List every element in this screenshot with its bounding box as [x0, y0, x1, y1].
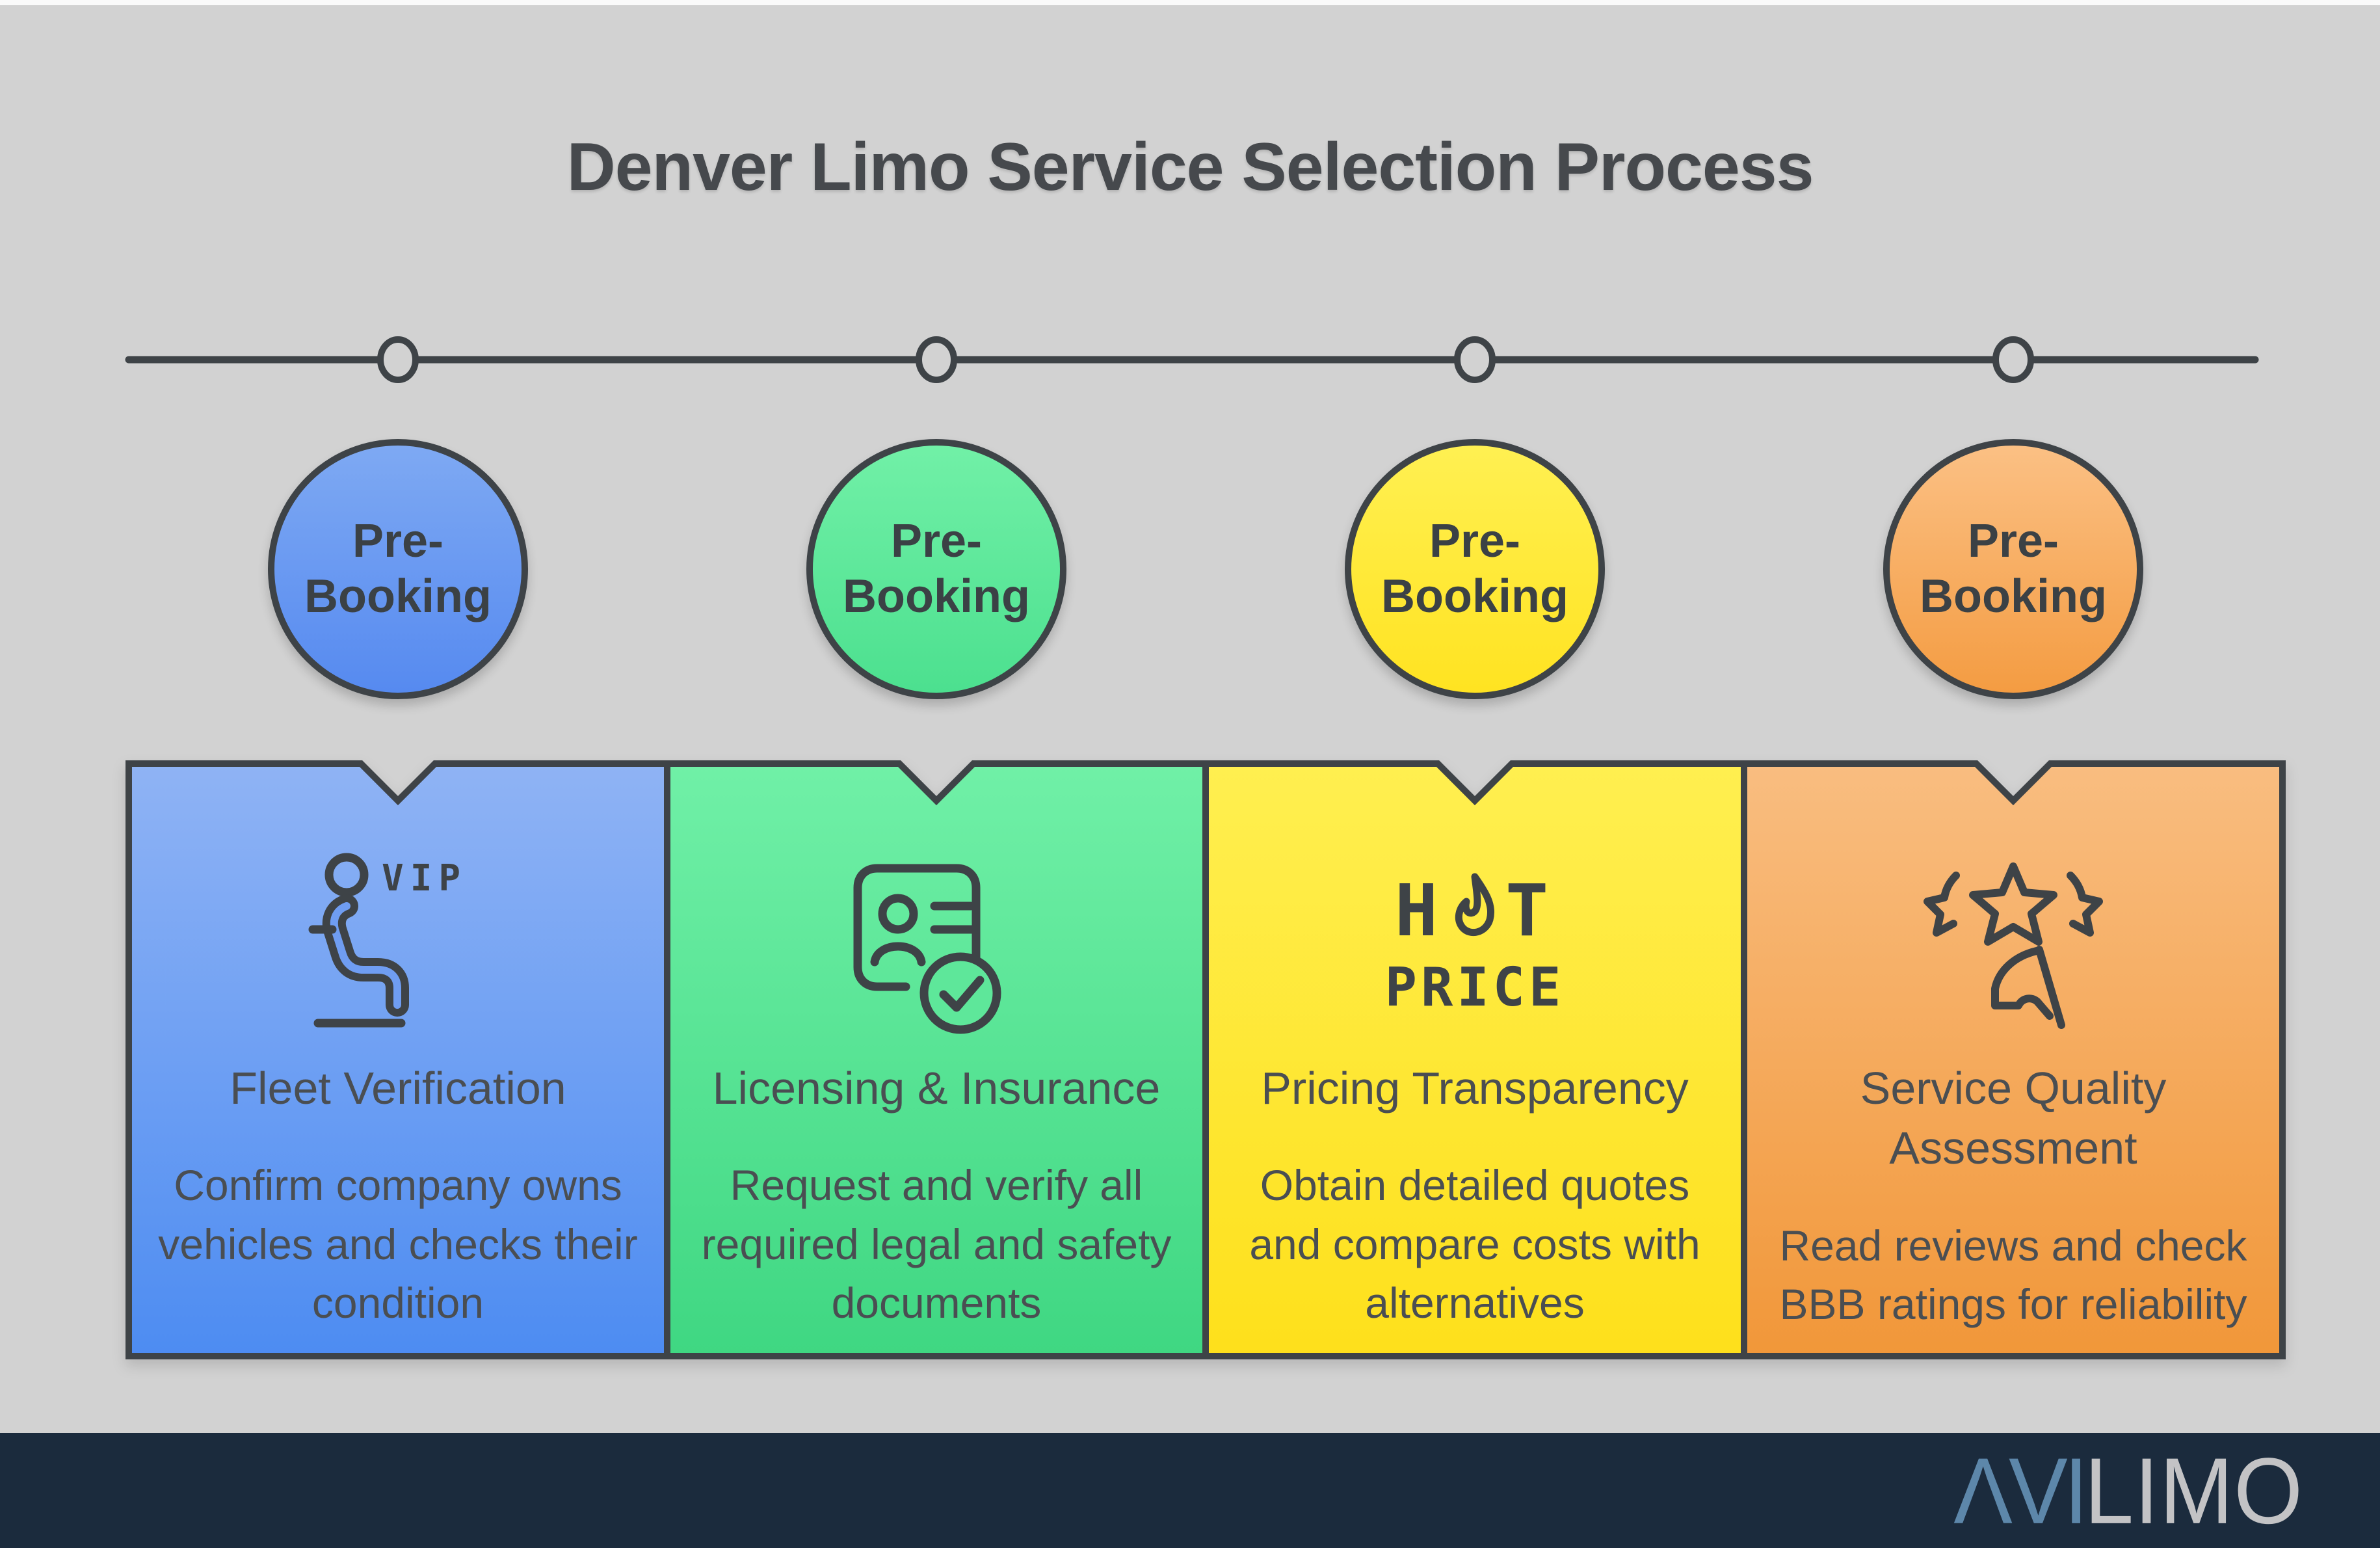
step-circle-4: Pre-Booking [1883, 439, 2143, 699]
rating-stars-flag-icon [1924, 862, 2103, 1029]
hot-price-letter-h: H [1395, 872, 1438, 952]
hot-price-icon: H T PRICE [1385, 872, 1565, 1019]
card-description: Obtain detailed quotes and compare costs… [1249, 1161, 1700, 1328]
brand-logo: ΛVILIMO [1953, 1437, 2303, 1544]
step-badge: Pre-Booking [304, 515, 492, 622]
timeline-node-3 [1454, 336, 1496, 383]
step-circle-3: Pre-Booking [1345, 439, 1605, 699]
step-badge: Pre-Booking [1920, 515, 2107, 622]
hot-price-letter-t: T [1505, 872, 1548, 952]
step-card-shape-1 [126, 760, 670, 1359]
card-description: Confirm company owns vehicles and checks… [158, 1161, 638, 1328]
hot-price-word: PRICE [1385, 957, 1565, 1019]
vip-icon-label: VIP [382, 857, 467, 900]
timeline-node-2 [916, 336, 957, 383]
brand-logo-limo: LIMO [2084, 1437, 2303, 1543]
step-card-shape-4 [1741, 760, 2286, 1359]
step-card-shape-3 [1202, 760, 1747, 1359]
step-card-4: Service Quality Assessment Read reviews … [1757, 764, 2269, 1356]
step-card-1: VIP Fleet Verification Confirm company o… [142, 764, 654, 1356]
footer-bar: ΛVILIMO [0, 1433, 2380, 1548]
brand-logo-avi: ΛVI [1953, 1437, 2088, 1543]
step-card-3: H T PRICE Pricing Transparency Obtain de… [1219, 764, 1731, 1356]
timeline-node-4 [1992, 336, 2034, 383]
card-title: Fleet Verification [230, 1063, 566, 1114]
page-title: Denver Limo Service Selection Process [566, 129, 1814, 205]
step-badge: Pre-Booking [843, 515, 1030, 622]
page-top-border [0, 0, 2380, 5]
step-circle-1: Pre-Booking [268, 439, 528, 699]
step-circle-2: Pre-Booking [806, 439, 1066, 699]
card-title: Pricing Transparency [1261, 1063, 1689, 1114]
vip-seat-icon: VIP [308, 853, 467, 1027]
id-card-check-icon [853, 864, 1001, 1034]
step-badge: Pre-Booking [1381, 515, 1568, 622]
card-description: Request and verify all required legal an… [701, 1161, 1172, 1328]
card-title: Service Quality Assessment [1860, 1063, 2167, 1174]
timeline-node-1 [377, 336, 419, 383]
step-card-shape-2 [664, 760, 1209, 1359]
step-card-2: Licensing & Insurance Request and verify… [680, 764, 1193, 1356]
card-description: Read reviews and check BBB ratings for r… [1779, 1221, 2247, 1329]
card-title: Licensing & Insurance [712, 1063, 1161, 1114]
